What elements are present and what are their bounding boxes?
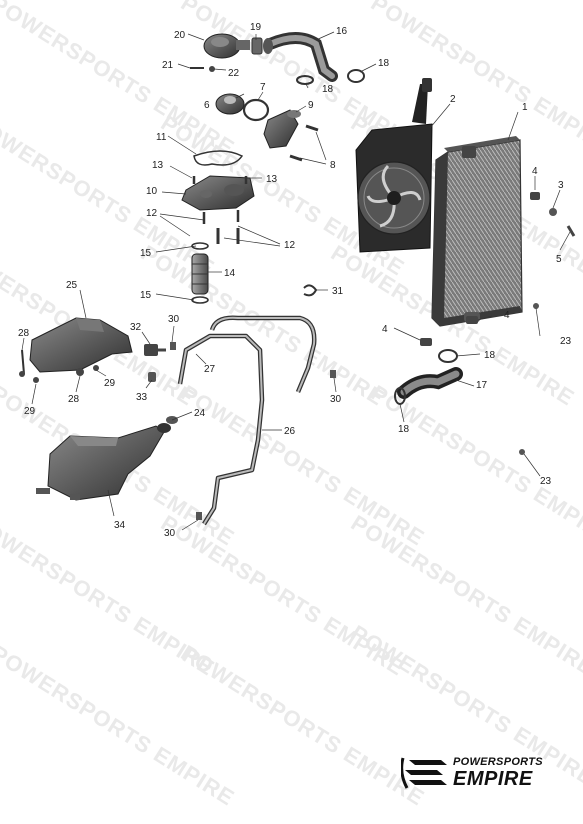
callout-23: 23 [560,336,572,347]
callout-4: 4 [504,310,510,321]
callout-25: 25 [66,280,78,291]
upper-hose [263,32,338,82]
fan-shroud [355,78,433,253]
lower-hose [394,349,463,405]
callout-12: 12 [284,240,296,251]
callout-18: 18 [322,84,334,95]
callout-13: 13 [152,160,164,171]
callout-27: 27 [204,364,216,375]
rubber-mount [420,192,576,455]
callout-28: 28 [18,328,30,339]
short-hose [191,253,209,295]
callout-34: 34 [114,520,126,531]
callout-28: 28 [68,394,80,405]
reservoir-bracket [19,317,133,383]
callout-20: 20 [174,30,186,41]
callout-16: 16 [336,26,348,37]
hose-clip [303,284,318,297]
hose-connector [144,342,336,520]
overflow-hose [177,315,317,526]
callout-21: 21 [162,60,174,71]
thermostat-housing [215,93,301,149]
callout-4: 4 [532,166,538,177]
callout-labels: 1 2 3 4 4 4 5 6 7 8 9 10 11 12 12 13 13 … [18,22,572,539]
callout-18: 18 [378,58,390,69]
callout-19: 19 [250,22,262,33]
callout-8: 8 [330,160,336,171]
callout-15: 15 [140,248,152,259]
coolant-reservoir [36,416,178,501]
callout-30: 30 [330,394,342,405]
callout-7: 7 [260,82,266,93]
brand-emblem-icon [401,757,447,789]
callout-24: 24 [194,408,206,419]
callout-10: 10 [146,186,158,197]
callout-9: 9 [308,100,314,111]
callout-6: 6 [204,100,210,111]
bolt [289,124,319,162]
water-pump-cover [181,150,255,211]
callout-33: 33 [136,392,148,403]
bolt [192,176,248,244]
callout-26: 26 [284,426,296,437]
callout-22: 22 [228,68,240,79]
callout-17: 17 [476,380,488,391]
callout-30: 30 [168,314,180,325]
callout-2: 2 [450,94,456,105]
bolt [190,37,263,72]
callout-32: 32 [130,322,142,333]
brand-line-1: POWERSPORTS [453,756,543,768]
radiator [431,136,523,327]
callout-18: 18 [484,350,496,361]
callout-15: 15 [140,290,152,301]
callout-4: 4 [382,324,388,335]
callout-5: 5 [556,254,562,265]
callout-29: 29 [104,378,116,389]
callout-14: 14 [224,268,236,279]
brand-logo: POWERSPORTS EMPIRE [401,754,561,794]
callout-30: 30 [164,528,176,539]
callout-23: 23 [540,476,552,487]
callout-13: 13 [266,174,278,185]
callout-18: 18 [398,424,410,435]
callout-31: 31 [332,286,344,297]
hose-clamp [296,69,365,85]
callout-29: 29 [24,406,36,417]
callout-12: 12 [146,208,158,219]
callout-1: 1 [522,102,528,113]
leader-lines [21,31,571,531]
callout-11: 11 [156,132,167,143]
radiator-cap [203,33,250,59]
brand-line-2: EMPIRE [453,768,533,790]
callout-3: 3 [558,180,564,191]
